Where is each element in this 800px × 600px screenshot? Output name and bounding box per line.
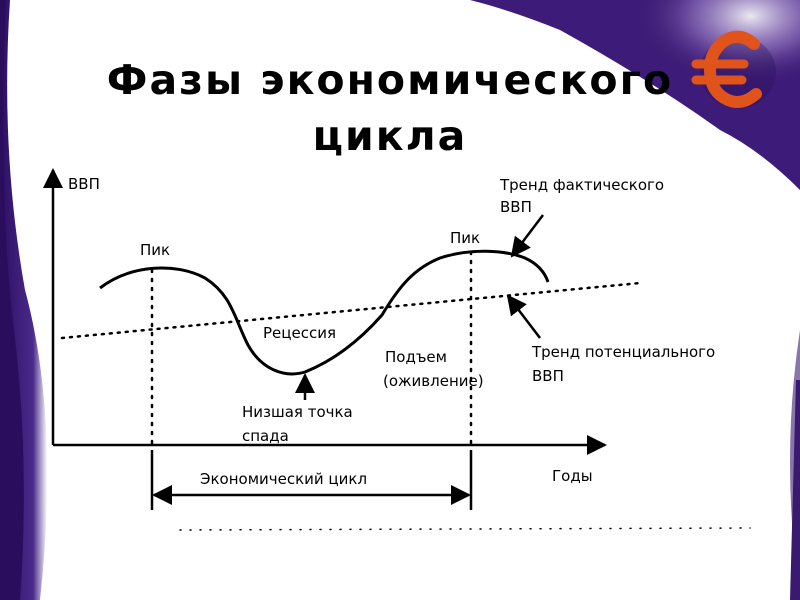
actual-trend-label-line-1: Тренд фактического [499, 176, 664, 194]
potential-trend-label-line-1: Тренд потенциального [531, 343, 715, 361]
trough-label-line-1: Низшая точка [242, 403, 353, 421]
actual-gdp-curve [99, 249, 550, 376]
recovery-label-line-1: Подъем [385, 348, 447, 366]
slide-title: Фазы экономического цикла [60, 52, 720, 164]
actual-trend-pointer [510, 214, 544, 258]
title-line-2: цикла [312, 112, 468, 160]
actual-trend-label-line-2: ВВП [500, 198, 532, 216]
bottom-dotted-line [179, 527, 751, 531]
potential-trend-line [60, 281, 642, 340]
x-axis-label: Годы [552, 467, 593, 485]
trough-label-line-2: спада [242, 427, 289, 445]
euro-icon [691, 30, 776, 108]
recession-label: Рецессия [263, 324, 336, 342]
cycle-label: Экономический цикл [200, 470, 367, 488]
title-line-1: Фазы экономического [106, 56, 674, 104]
recovery-label-line-2: (оживление) [383, 372, 484, 390]
peak-right-label: Пик [450, 229, 480, 247]
potential-trend-label-line-2: ВВП [532, 367, 564, 385]
potential-trend-pointer [506, 294, 541, 339]
y-axis-label: ВВП [68, 175, 100, 193]
peak-left-label: Пик [140, 241, 170, 259]
